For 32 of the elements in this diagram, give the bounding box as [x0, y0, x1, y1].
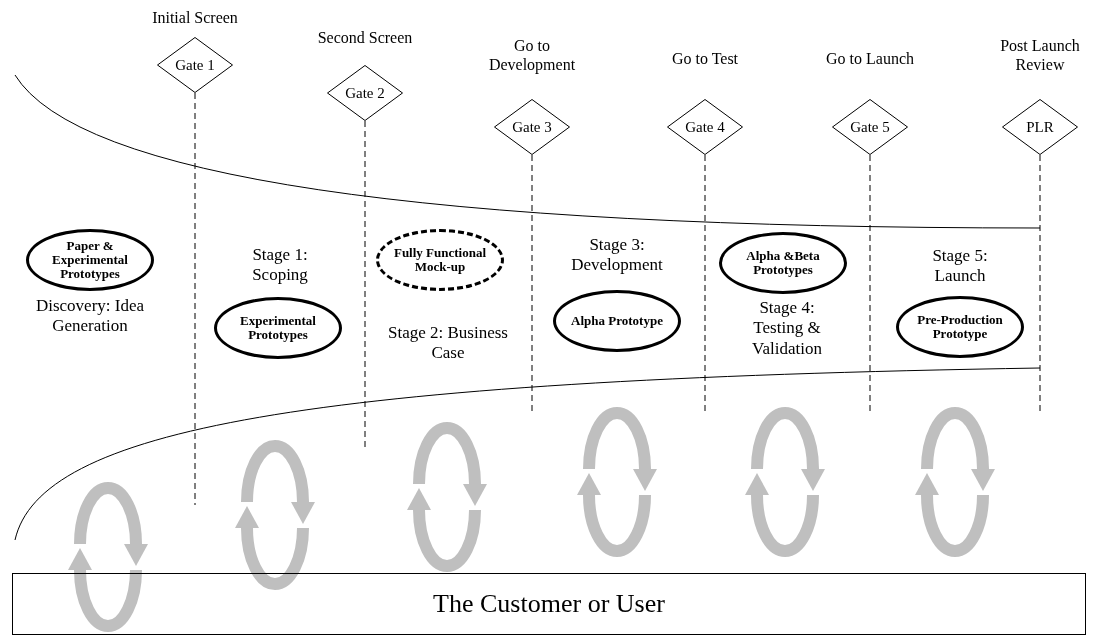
stage-label: Stage 4: Testing & Validation	[751, 298, 823, 360]
gate-diamond	[832, 99, 908, 155]
gate-label: Gate 3	[512, 118, 552, 136]
stage-label: Stage 2: Business Case	[387, 323, 509, 364]
gate-diamond	[1002, 99, 1078, 155]
gate-diamond	[157, 37, 233, 93]
gate-caption: Go to Launch	[825, 49, 915, 69]
gate-caption: Post Launch Review	[999, 36, 1081, 75]
stage-label: Stage 3: Development	[570, 235, 664, 276]
prototype-label: Alpha &Beta Prototypes	[745, 248, 821, 278]
gate-diamond	[494, 99, 570, 155]
prototype-label: Experimental Prototypes	[239, 313, 317, 343]
gate-caption: Second Screen	[316, 28, 414, 48]
gate-caption: Go to Test	[670, 49, 740, 69]
prototype-label: Fully Functional Mock-up	[392, 245, 488, 275]
prototype-label: Paper & Experimental Prototypes	[51, 238, 129, 282]
gate-caption: Go to Development	[487, 36, 577, 75]
gate-label: PLR	[1026, 118, 1054, 136]
prototype-label: Alpha Prototype	[570, 313, 664, 329]
gate-label: Gate 5	[850, 118, 890, 136]
customer-label: The Customer or User	[433, 589, 665, 619]
prototype-label: Pre-Production Prototype	[916, 312, 1004, 342]
stage-label: Stage 1: Scoping	[251, 245, 309, 286]
stage-label: Stage 5: Launch	[931, 246, 989, 287]
gate-caption: Initial Screen	[151, 8, 239, 28]
gate-diamond	[327, 65, 403, 121]
stage-label: Discovery: Idea Generation	[34, 296, 146, 337]
gate-label: Gate 2	[345, 84, 385, 102]
gate-diamond	[667, 99, 743, 155]
gate-label: Gate 4	[685, 118, 725, 136]
customer-box	[12, 573, 1086, 635]
gate-label: Gate 1	[175, 56, 215, 74]
